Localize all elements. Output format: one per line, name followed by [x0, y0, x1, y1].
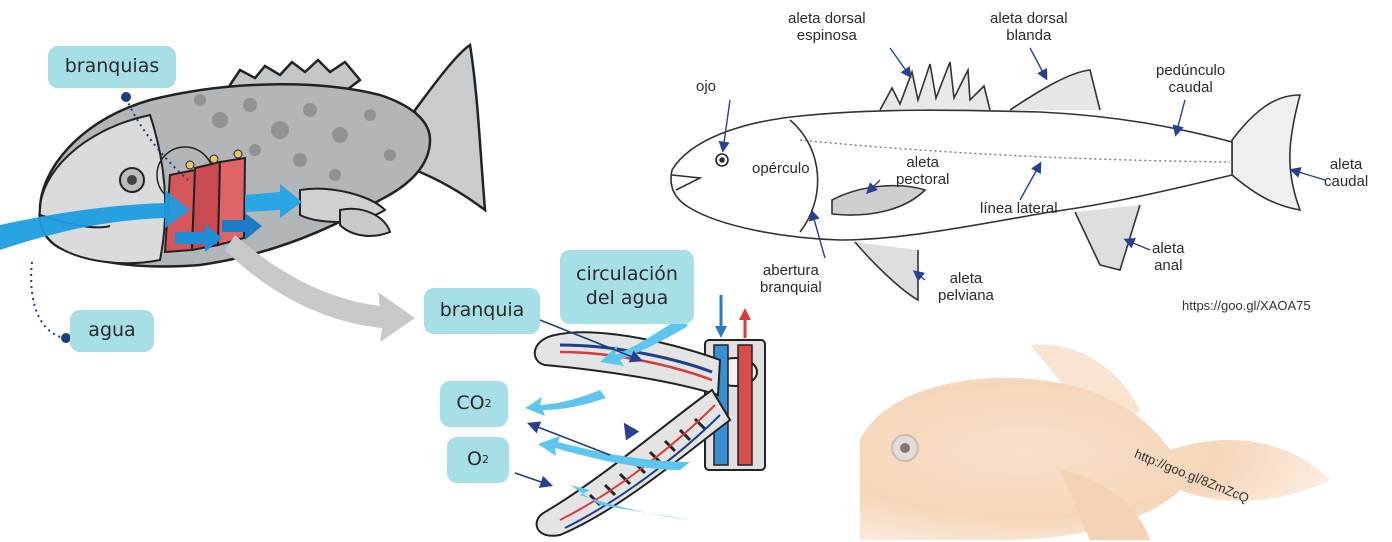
- zoom-arrow: [225, 235, 415, 342]
- label-ojo-text: ojo: [696, 78, 716, 95]
- label-branquia: branquia: [424, 288, 540, 334]
- label-aleta-pectoral-2: pectoral: [896, 171, 949, 188]
- label-linea-lateral-text: línea lateral: [980, 200, 1058, 217]
- label-o2-sub: 2: [482, 453, 489, 467]
- label-co2-sub: 2: [485, 397, 492, 411]
- label-agua-text: agua: [88, 319, 135, 343]
- label-abertura-branquial: abertura branquial: [760, 262, 822, 297]
- label-operculo: opérculo: [752, 160, 810, 177]
- label-aleta-pelviana: aleta pelviana: [938, 270, 994, 305]
- label-aleta-dorsal-blanda-2: blanda: [990, 27, 1068, 44]
- label-aleta-pectoral-1: aleta: [896, 154, 949, 171]
- label-branquias: branquias: [48, 46, 176, 88]
- source-url-anatomy-text[interactable]: https://goo.gl/XAOA75: [1182, 298, 1311, 313]
- label-o2-main: O: [467, 448, 482, 472]
- label-aleta-pelviana-2: pelviana: [938, 287, 994, 304]
- label-aleta-dorsal-espinosa-1: aleta dorsal: [788, 10, 866, 27]
- label-branquia-text: branquia: [440, 299, 525, 323]
- label-agua: agua: [70, 310, 154, 352]
- source-url-anatomy[interactable]: https://goo.gl/XAOA75: [1182, 298, 1311, 313]
- label-aleta-anal: aleta anal: [1152, 240, 1185, 275]
- label-circulacion-agua: circulación del agua: [560, 250, 694, 324]
- label-aleta-caudal: aleta caudal: [1324, 156, 1368, 191]
- label-aleta-anal-2: anal: [1152, 257, 1185, 274]
- label-abertura-2: branquial: [760, 279, 822, 296]
- label-operculo-text: opérculo: [752, 160, 810, 177]
- label-pedunculo-caudal: pedúnculo caudal: [1156, 62, 1225, 97]
- label-aleta-dorsal-espinosa-2: espinosa: [788, 27, 866, 44]
- gill-detail-drawing: [515, 295, 765, 536]
- label-aleta-pelviana-1: aleta: [938, 270, 994, 287]
- label-aleta-anal-1: aleta: [1152, 240, 1185, 257]
- label-pedunculo-2: caudal: [1156, 79, 1225, 96]
- label-branquias-text: branquias: [65, 55, 159, 79]
- label-aleta-dorsal-espinosa: aleta dorsal espinosa: [788, 10, 866, 45]
- label-aleta-caudal-2: caudal: [1324, 173, 1368, 190]
- label-aleta-dorsal-blanda-1: aleta dorsal: [990, 10, 1068, 27]
- label-circulacion-line1: circulación: [576, 263, 678, 287]
- label-aleta-dorsal-blanda: aleta dorsal blanda: [990, 10, 1068, 45]
- goldfish-photo: [860, 344, 1330, 540]
- label-abertura-1: abertura: [760, 262, 822, 279]
- label-pedunculo-1: pedúnculo: [1156, 62, 1225, 79]
- label-aleta-caudal-1: aleta: [1324, 156, 1368, 173]
- label-co2-main: CO: [456, 392, 484, 416]
- label-ojo: ojo: [696, 78, 716, 95]
- label-circulacion-line2: del agua: [586, 287, 668, 311]
- label-linea-lateral: línea lateral: [980, 200, 1058, 217]
- label-aleta-pectoral: aleta pectoral: [896, 154, 949, 189]
